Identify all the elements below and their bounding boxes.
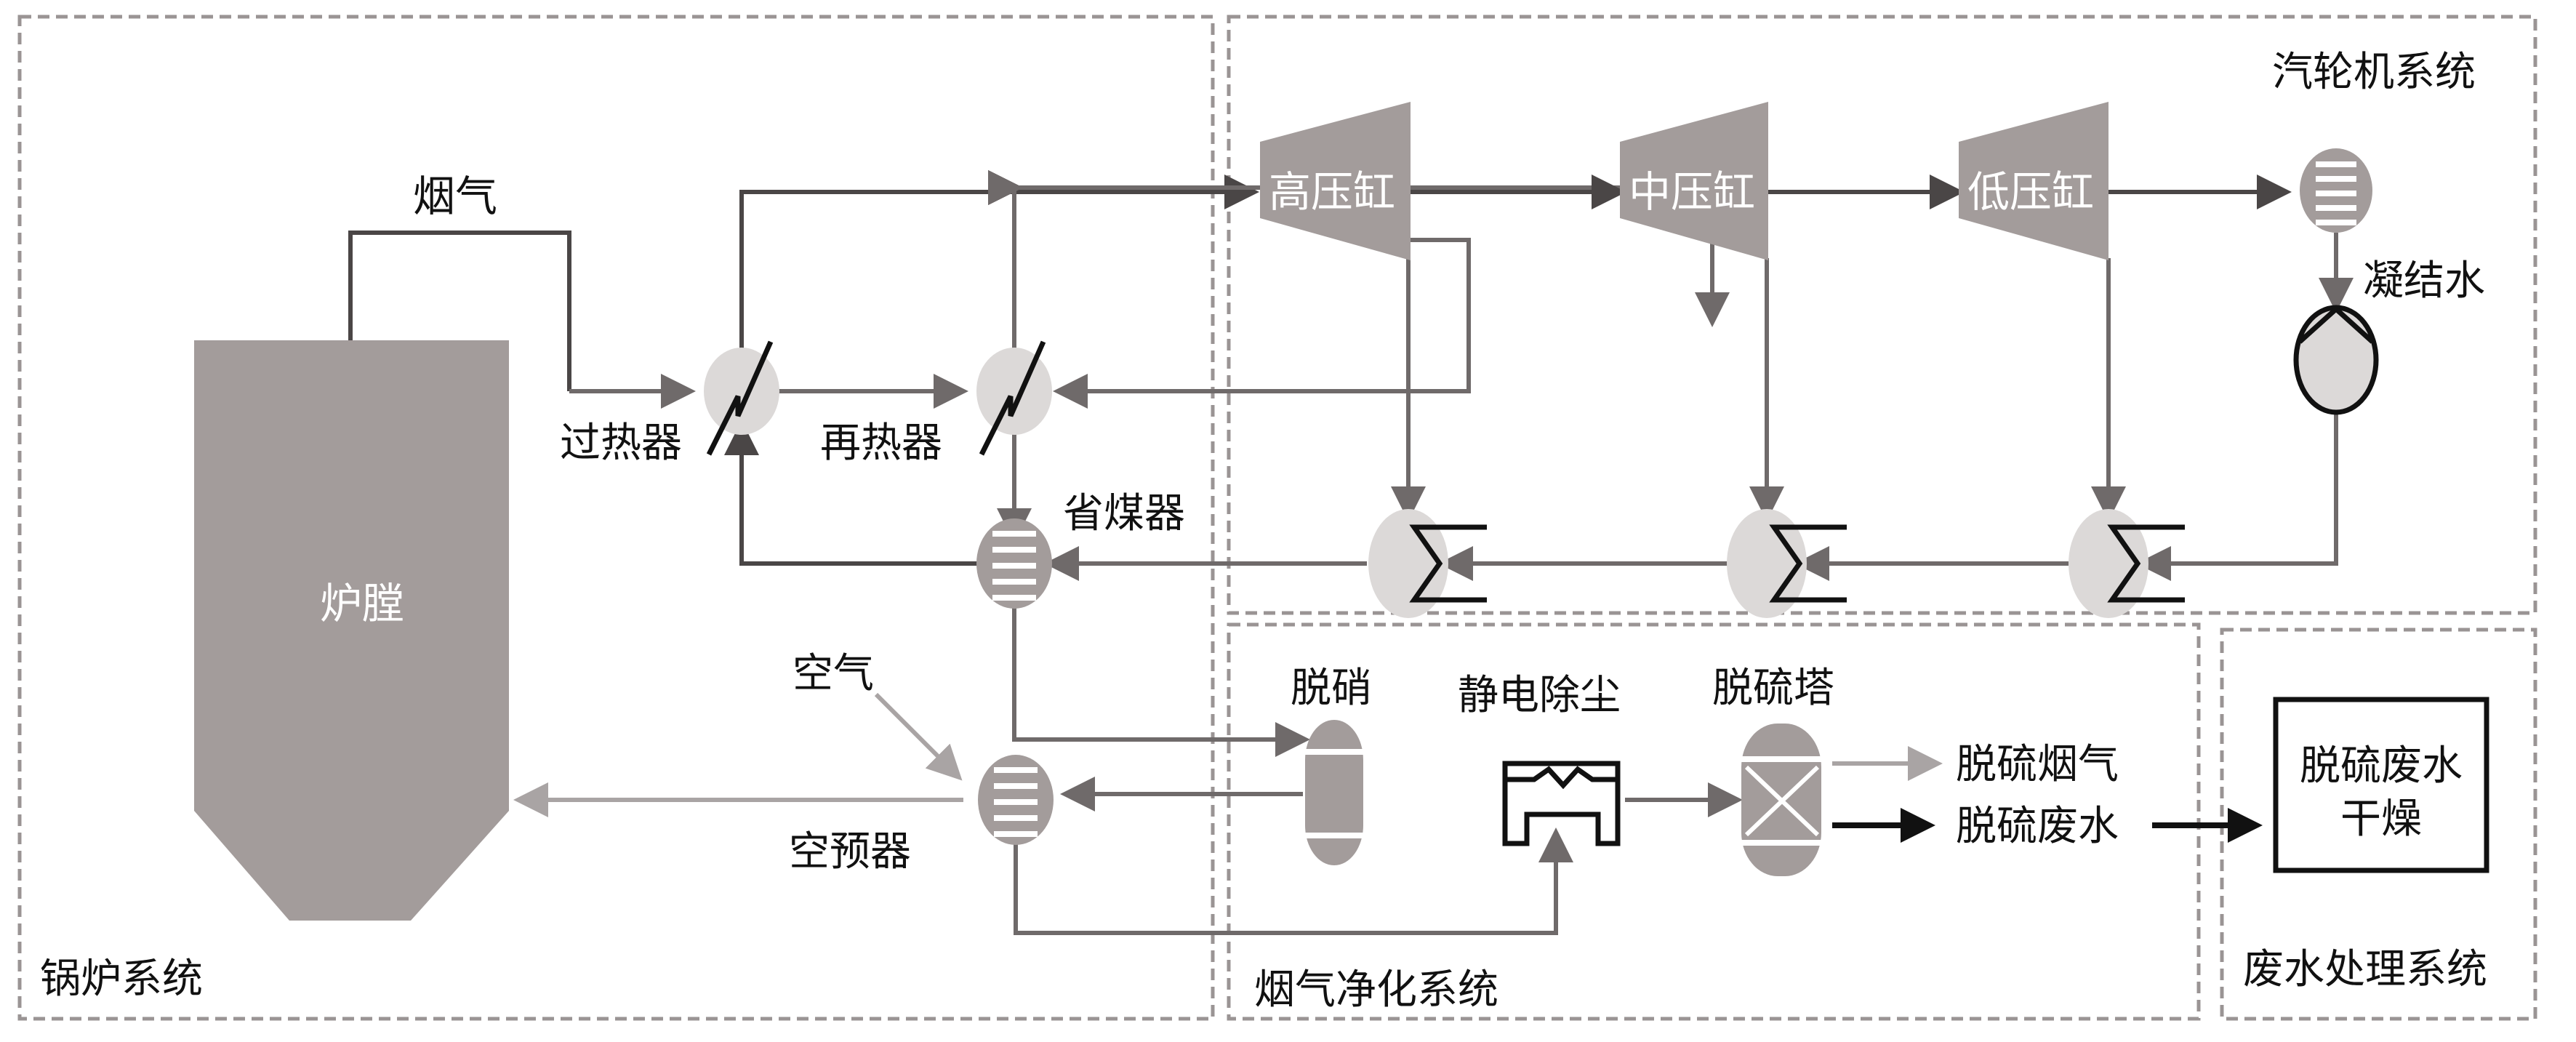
economizer-to-superheater-line [724, 420, 978, 566]
esp-label: 静电除尘 [1458, 672, 1621, 719]
air-inlet-line [874, 692, 963, 781]
reheater-symbol [979, 340, 1046, 456]
hp-feedwater-heater [1368, 509, 1487, 618]
denitration-label: 脱硝 [1291, 665, 1372, 712]
scr-denitration-reactor [1305, 720, 1363, 865]
reheater-label: 再热器 [820, 420, 942, 467]
condenser [2300, 148, 2372, 233]
air-label: 空气 [793, 650, 874, 697]
flue-gas-cleaning-system-box [1227, 622, 2201, 1021]
electrostatic-precipitator [1502, 761, 1621, 846]
furnace-label: 炉膛 [320, 579, 404, 628]
flue-gas-to-scr [1012, 604, 1310, 757]
desulfurization-wastewater-label: 脱硫废水 [1956, 803, 2119, 850]
flue-gas-line [348, 231, 571, 391]
lp-turbine-label: 低压缸 [1967, 167, 2094, 217]
flue-gas-cleaning-system-label: 烟气净化系统 [1254, 966, 1498, 1014]
wastewater-system-label: 废水处理系统 [2243, 946, 2487, 993]
hp-turbine-label: 高压缸 [1269, 167, 1395, 217]
flue-gas-to-esp [1014, 827, 1573, 935]
turbine-system-box [1227, 15, 2537, 615]
condensate-pump [2293, 305, 2379, 415]
fgd-tower-label: 脱硫塔 [1712, 665, 1834, 712]
main-steam-line [739, 175, 1259, 364]
superheater-label: 过热器 [560, 420, 682, 467]
hp-turbine: 高压缸 [1260, 102, 1411, 260]
dryer-label-line1: 脱硫废水 [2300, 742, 2463, 790]
dryer-label-line2: 干燥 [2340, 795, 2422, 843]
reheater [976, 340, 1052, 456]
superheater [704, 340, 779, 456]
air-preheater [978, 755, 1054, 845]
turbine-system-label: 汽轮机系统 [2272, 49, 2476, 96]
cold-reheat-line [1053, 238, 1471, 409]
condensate-label: 凝结水 [2363, 257, 2485, 305]
economizer-label: 省煤器 [1063, 490, 1185, 537]
boiler-system-label: 锅炉系统 [40, 955, 203, 1003]
lp-feedwater-heater [2069, 509, 2185, 618]
ip-feedwater-heater [1727, 509, 1847, 618]
desulfurized-flue-gas-label: 脱硫烟气 [1956, 741, 2119, 788]
air-preheater-label: 空预器 [789, 828, 911, 875]
ip-turbine-label: 中压缸 [1629, 167, 1755, 217]
wastewater-dryer: 脱硫废水 干燥 [2273, 697, 2489, 873]
flue-gas-label: 烟气 [413, 172, 497, 221]
furnace: 炉膛 [194, 340, 509, 921]
feedwater-to-lp-heater [2136, 414, 2338, 581]
boiler-system-box [17, 15, 1215, 1021]
lp-turbine: 低压缸 [1959, 102, 2108, 260]
economizer [976, 518, 1052, 609]
superheater-symbol [706, 340, 774, 456]
ip-turbine: 中压缸 [1620, 102, 1768, 260]
fgd-tower [1741, 724, 1821, 876]
